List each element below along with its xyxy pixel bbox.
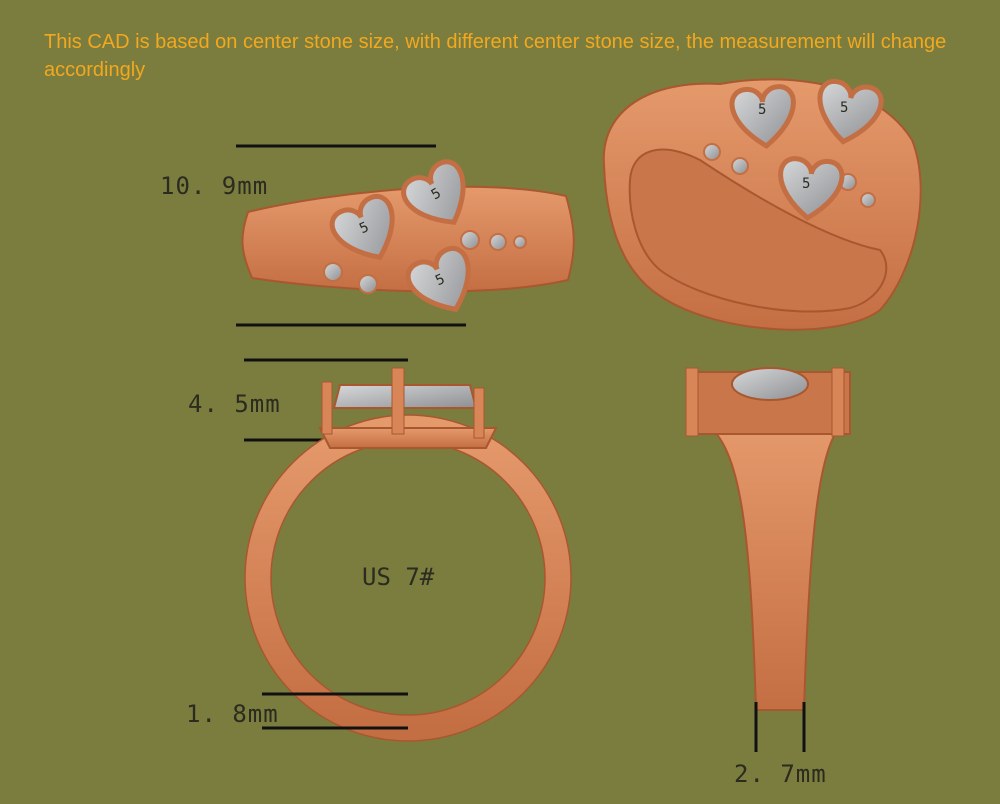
front-view — [244, 358, 572, 742]
dim-label-band-width: 2. 7mm — [734, 760, 827, 788]
stone-front — [332, 384, 478, 409]
stone-label-5: 5 — [840, 100, 850, 116]
prong-side-1 — [685, 367, 699, 437]
stone-label-4: 5 — [758, 102, 768, 118]
prong-side-2 — [831, 367, 845, 437]
side-view — [685, 367, 851, 752]
ring-shank-side — [699, 419, 849, 711]
stone-side — [731, 367, 809, 401]
dim-label-width-top: 10. 9mm — [160, 172, 269, 200]
prong-front-3 — [473, 387, 485, 439]
head-front — [318, 427, 498, 449]
perspective-view — [602, 79, 922, 331]
stone-label-6: 5 — [802, 176, 812, 192]
dim-label-band-thickness: 1. 8mm — [186, 700, 279, 728]
prong-front-1 — [321, 381, 333, 435]
prong-front-2 — [391, 367, 405, 435]
ring-inner-perspective — [628, 148, 888, 313]
accent-stones-top — [323, 230, 527, 294]
ring-size-label: US 7# — [362, 563, 435, 591]
cad-note: This CAD is based on center stone size, … — [44, 31, 947, 81]
dim-label-height: 4. 5mm — [188, 390, 281, 418]
accent-stones-perspective — [703, 143, 876, 208]
top-view — [236, 144, 575, 327]
